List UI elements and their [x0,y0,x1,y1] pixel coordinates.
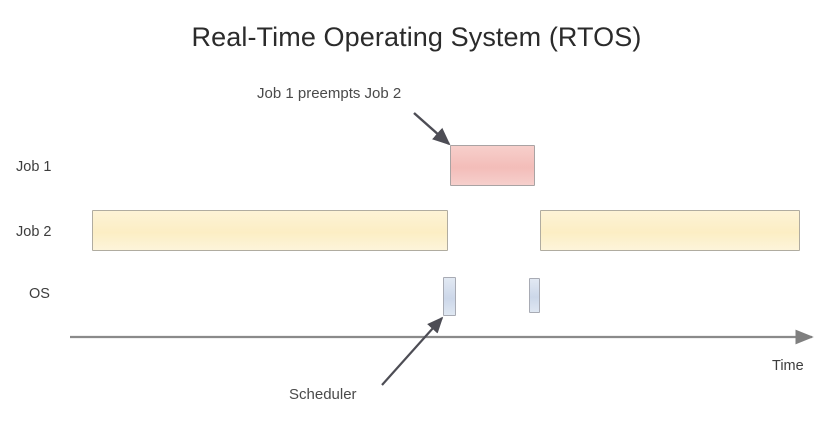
os-scheduler-slice-first [443,277,456,316]
job2-execution-bar-second [540,210,800,251]
time-axis-label: Time [772,358,804,374]
annotation-scheduler-label: Scheduler [289,386,357,403]
annotation-preempt-label: Job 1 preempts Job 2 [257,85,402,102]
os-scheduler-slice-second [529,278,540,313]
arrow-up-right-icon [381,316,444,386]
job1-execution-bar [450,145,535,186]
job2-execution-bar-first [92,210,448,251]
lane-label-os: OS [29,286,50,302]
lane-label-job2: Job 2 [16,224,52,240]
lane-label-job1: Job 1 [16,159,52,175]
arrow-down-right-icon [413,112,451,146]
page-title: Real-Time Operating System (RTOS) [191,22,642,52]
